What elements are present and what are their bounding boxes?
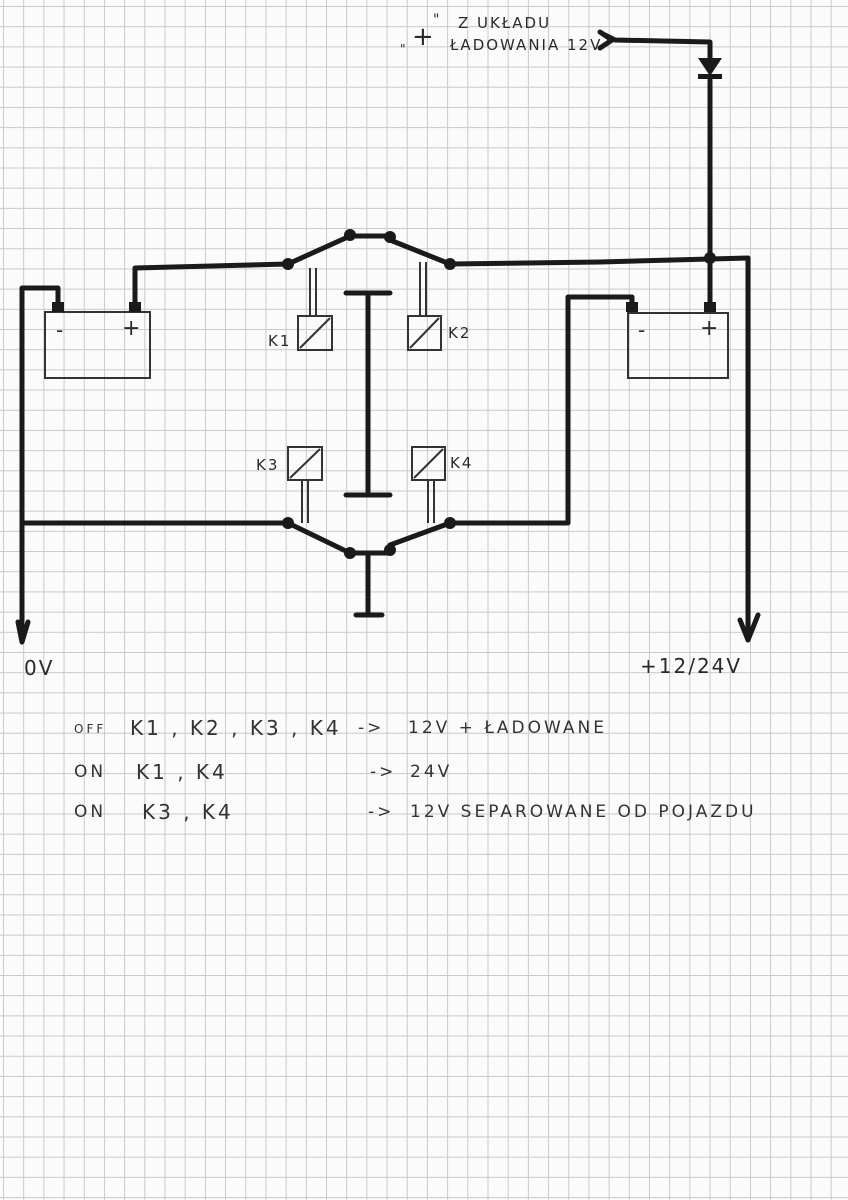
linkage-bar bbox=[343, 290, 393, 498]
label-k2: K2 bbox=[448, 324, 472, 342]
output-12-24v: +12/24V bbox=[640, 654, 743, 678]
right-negative-wire bbox=[447, 294, 635, 526]
battery-right-plus: + bbox=[700, 316, 721, 341]
output-positive-wire bbox=[447, 255, 751, 643]
battery-right-icon bbox=[627, 312, 729, 379]
left-positive-wire bbox=[132, 261, 291, 311]
label-k3: K3 bbox=[256, 456, 280, 474]
battery-left-plus: + bbox=[122, 316, 143, 341]
ground-bar bbox=[353, 550, 385, 618]
diode-icon bbox=[698, 58, 722, 76]
relay-k3 bbox=[287, 446, 323, 523]
label-k4: K4 bbox=[450, 454, 474, 472]
arrow-down-icon bbox=[15, 619, 31, 645]
source-line1: Z UKŁADU bbox=[458, 14, 552, 32]
source-line2: ŁADOWANIA 12V bbox=[450, 36, 603, 54]
output-0v: 0V bbox=[24, 656, 55, 680]
relay-k2 bbox=[407, 262, 442, 351]
arrow-down-icon bbox=[737, 612, 761, 643]
diode-bar bbox=[698, 74, 722, 79]
battery-left-minus: - bbox=[56, 318, 66, 342]
charging-wire bbox=[602, 32, 713, 308]
plus-sign: + bbox=[412, 22, 436, 52]
label-k1: K1 bbox=[268, 332, 292, 350]
battery-right-minus: - bbox=[638, 318, 648, 342]
relay-k1 bbox=[297, 268, 333, 351]
left-negative-wire bbox=[19, 285, 61, 643]
battery-left-icon bbox=[44, 311, 151, 379]
quote-close: " bbox=[433, 12, 442, 28]
switch-top bbox=[285, 233, 453, 267]
charging-fork bbox=[597, 29, 615, 51]
relay-k4 bbox=[411, 446, 446, 523]
quote-open: " bbox=[400, 42, 408, 56]
